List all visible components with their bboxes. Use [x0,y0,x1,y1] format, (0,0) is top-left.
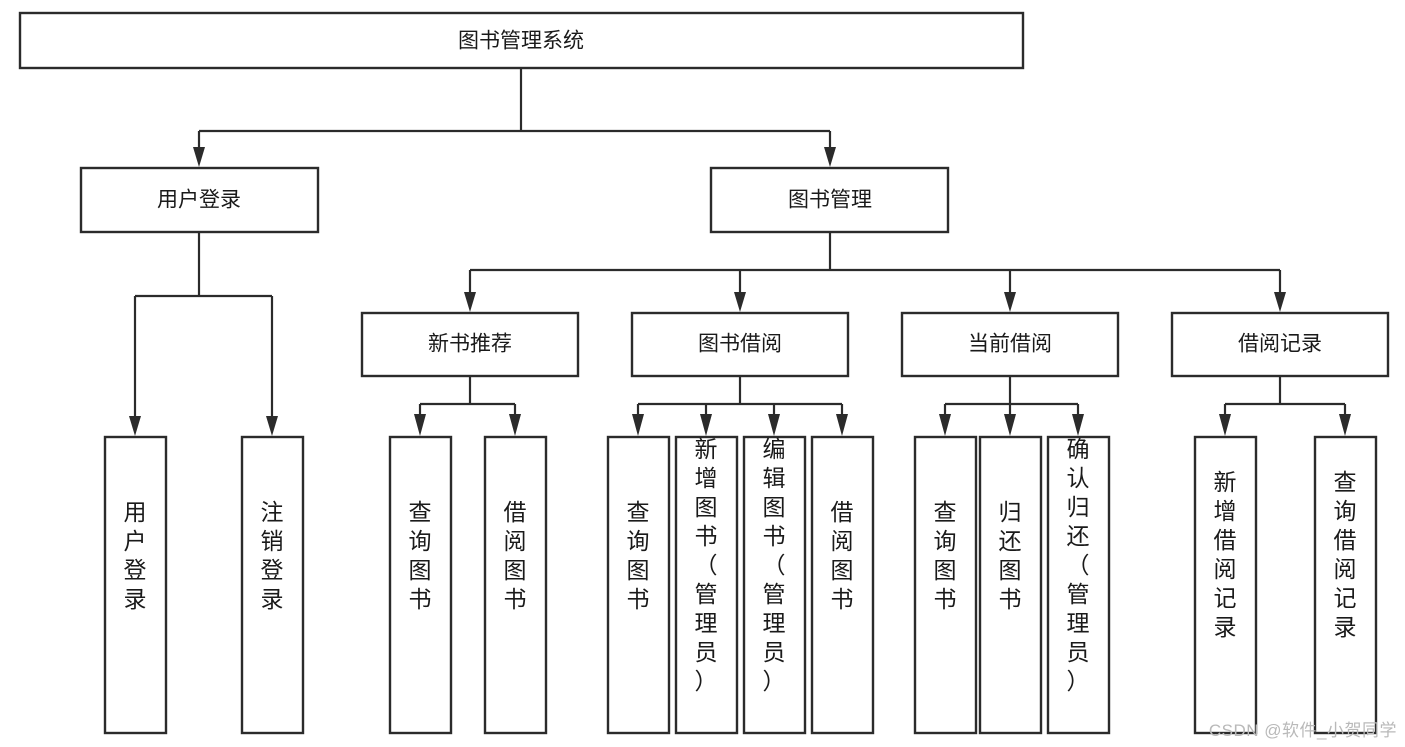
arrowhead-leaf-user-logout [266,416,278,436]
node-leaf-borrow-book-label: 借阅图书 [831,499,854,612]
node-leaf-query-book-borrow-label: 查询图书 [627,499,650,612]
node-leaf-query-book-rec-label: 查询图书 [409,499,432,612]
node-leaf-borrow-book-rec-box[interactable] [483,435,548,735]
arrowhead-borrow-record [1274,292,1286,312]
node-leaf-add-book-box[interactable] [674,435,739,735]
node-book-borrow[interactable]: 图书借阅 [630,311,850,378]
arrowhead-current-borrow [1004,292,1016,312]
connector-group-current-borrow-to-leaves [939,376,1084,436]
connector-group-borrow-record-to-leaves [1219,376,1351,436]
node-root[interactable]: 图书管理系统 [18,11,1025,70]
arrowhead-book-management [824,147,836,167]
node-leaf-return-book[interactable]: 归还图书 [978,435,1043,735]
node-leaf-confirm-return-box[interactable] [1046,435,1111,735]
node-leaf-query-book-current[interactable]: 查询图书 [913,435,978,735]
arrowhead-leaf-query-book-borrow [632,414,644,436]
node-leaf-return-book-label: 归还图书 [999,499,1022,612]
node-leaf-user-logout-box[interactable] [240,435,305,735]
arrowhead-leaf-edit-book [768,414,780,436]
node-book-management-box[interactable] [709,166,950,234]
node-leaf-user-login-label: 用户登录 [124,499,147,612]
node-new-book-recommend-box[interactable] [360,311,580,378]
node-leaf-user-login[interactable]: 用户登录 [103,435,168,735]
node-leaf-query-book-borrow[interactable]: 查询图书 [606,435,671,735]
node-book-borrow-label: 图书借阅 [698,333,782,356]
arrowhead-leaf-return-book [1004,414,1016,436]
node-leaf-query-book-current-box[interactable] [913,435,978,735]
connector-group-book-management-to-level3 [464,232,1286,312]
connector-group-root-to-level2 [193,68,836,167]
arrowhead-leaf-query-book-rec [414,414,426,436]
node-leaf-add-book[interactable]: 新增图书（管理员） [674,435,739,735]
arrowhead-leaf-add-record [1219,414,1231,436]
connector-group-new-book-recommend-to-leaves [414,376,521,436]
node-leaf-query-book-current-label: 查询图书 [934,499,957,612]
node-new-book-recommend[interactable]: 新书推荐 [360,311,580,378]
node-leaf-confirm-return[interactable]: 确认归还（管理员） [1046,435,1111,735]
arrowhead-book-borrow [734,292,746,312]
node-leaf-borrow-book[interactable]: 借阅图书 [810,435,875,735]
node-current-borrow-box[interactable] [900,311,1120,378]
connector-group-book-borrow-to-leaves [632,376,848,436]
node-user-login[interactable]: 用户登录 [79,166,320,234]
arrowhead-user-login [193,147,205,167]
node-leaf-edit-book[interactable]: 编辑图书（管理员） [742,435,807,735]
arrowhead-leaf-borrow-book-rec [509,414,521,436]
arrowhead-new-book-recommend [464,292,476,312]
node-borrow-record[interactable]: 借阅记录 [1170,311,1390,378]
node-leaf-query-book-rec-box[interactable] [388,435,453,735]
node-leaf-add-record-label: 新增借阅记录 [1214,469,1237,640]
node-leaf-user-login-box[interactable] [103,435,168,735]
node-leaf-edit-book-box[interactable] [742,435,807,735]
arrowhead-leaf-add-book [700,414,712,436]
node-book-management[interactable]: 图书管理 [709,166,950,234]
node-leaf-query-record[interactable]: 查询借阅记录 [1313,435,1378,735]
node-leaf-confirm-return-label: 确认归还（管理员） [1067,436,1090,694]
arrowhead-leaf-borrow-book [836,414,848,436]
node-leaf-query-book-borrow-box[interactable] [606,435,671,735]
node-leaf-add-record[interactable]: 新增借阅记录 [1193,435,1258,735]
node-leaf-query-record-box[interactable] [1313,435,1378,735]
node-leaf-add-book-label: 新增图书（管理员） [695,436,718,694]
node-leaf-query-book-rec[interactable]: 查询图书 [388,435,453,735]
node-current-borrow-label: 当前借阅 [968,333,1052,356]
node-leaf-borrow-book-rec-label: 借阅图书 [504,499,527,612]
node-root-label: 图书管理系统 [458,30,584,53]
arrowhead-leaf-query-book-current [939,414,951,436]
node-leaf-add-record-box[interactable] [1193,435,1258,735]
node-leaf-user-logout-label: 注销登录 [261,499,284,612]
node-book-borrow-box[interactable] [630,311,850,378]
node-user-login-label: 用户登录 [157,189,241,212]
node-leaf-edit-book-label: 编辑图书（管理员） [763,436,786,694]
arrowhead-leaf-user-login [129,416,141,436]
node-leaf-query-record-label: 查询借阅记录 [1334,469,1357,640]
node-book-management-label: 图书管理 [788,189,872,212]
node-new-book-recommend-label: 新书推荐 [428,333,512,356]
node-user-login-box[interactable] [79,166,320,234]
node-current-borrow[interactable]: 当前借阅 [900,311,1120,378]
connector-group-user-login-to-leaves [129,232,278,436]
node-borrow-record-label: 借阅记录 [1238,333,1322,356]
node-leaf-user-logout[interactable]: 注销登录 [240,435,305,735]
arrowhead-leaf-query-record [1339,414,1351,436]
node-root-box[interactable] [18,11,1025,70]
node-leaf-return-book-box[interactable] [978,435,1043,735]
node-borrow-record-box[interactable] [1170,311,1390,378]
arrowhead-leaf-confirm-return [1072,414,1084,436]
node-leaf-borrow-book-rec[interactable]: 借阅图书 [483,435,548,735]
node-leaf-borrow-book-box[interactable] [810,435,875,735]
